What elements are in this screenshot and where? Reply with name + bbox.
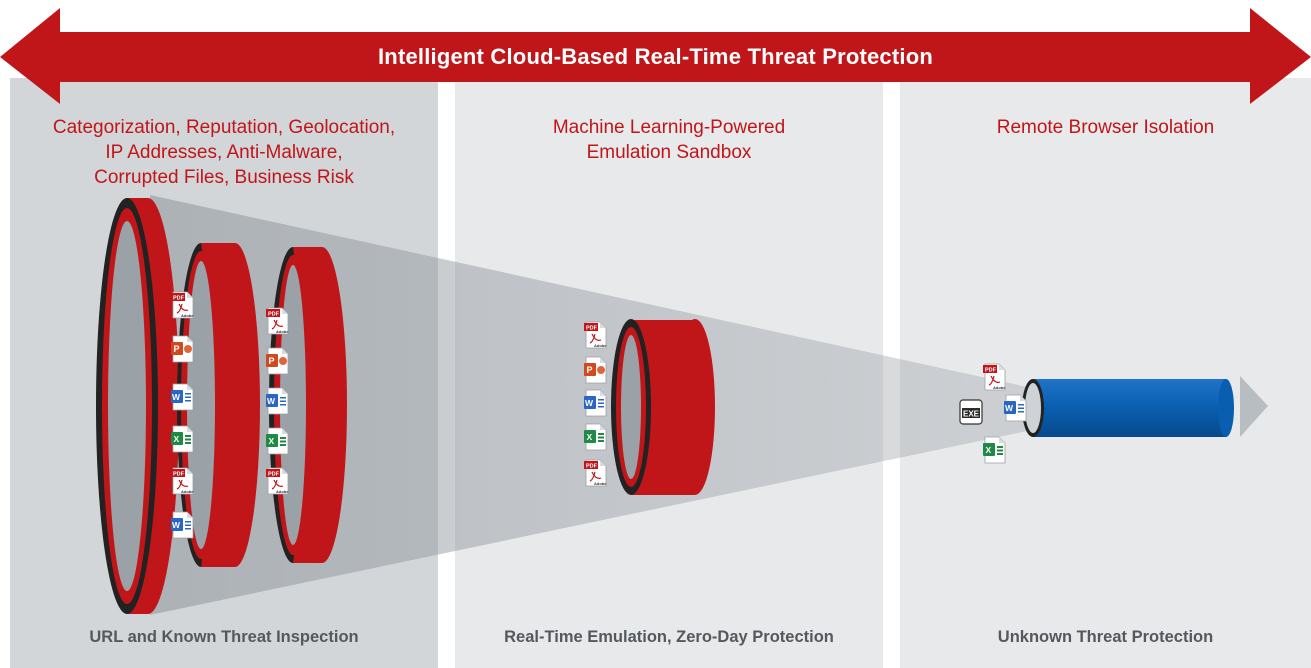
pdf-tag: PDF <box>586 464 598 470</box>
pdf-tag: PDF <box>173 296 185 302</box>
column-3-footer: Unknown Threat Protection <box>997 628 1214 646</box>
pdf-tag: PDF <box>586 326 598 332</box>
pdf-file-icon: PDF Adobe <box>171 467 194 495</box>
banner: Intelligent Cloud-Based Real-Time Threat… <box>0 0 1311 105</box>
pdf-tag: PDF <box>985 368 997 374</box>
column-3-heading: Remote Browser Isolation <box>996 117 1215 138</box>
pdf-brand: Adobe <box>181 313 194 318</box>
pdf-brand: Adobe <box>181 489 194 494</box>
pdf-brand: Adobe <box>594 481 607 486</box>
ppt-file-icon: P <box>171 335 194 363</box>
pdf-brand: Adobe <box>594 343 607 348</box>
pdf-brand: Adobe <box>993 385 1006 390</box>
beam-tip-arrow <box>1240 376 1268 437</box>
file-icons: PDFAdobePWXPDFAdobeWPDFAdobePWXPDFAdobeP… <box>171 291 1027 539</box>
column-1-footer: URL and Known Threat Inspection <box>89 628 359 646</box>
sandbox-ring <box>611 319 715 495</box>
word-letter: W <box>585 398 594 408</box>
pdf-brand: Adobe <box>276 489 289 494</box>
banner-title: Intelligent Cloud-Based Real-Time Threat… <box>378 44 933 69</box>
ppt-letter: P <box>174 344 180 354</box>
ppt-file-icon: P <box>584 356 607 384</box>
pdf-file-icon: PDF Adobe <box>584 321 607 349</box>
column-1-heading: Categorization, Reputation, Geolocation,… <box>52 117 396 188</box>
ppt-letter: P <box>587 365 593 375</box>
word-letter: W <box>1005 403 1014 413</box>
pdf-file-icon: PDF Adobe <box>266 307 289 335</box>
panel-isolation <box>900 78 1311 668</box>
ppt-letter: P <box>269 356 275 366</box>
ppt-file-icon: P <box>266 347 289 375</box>
word-file-icon: W <box>266 387 289 415</box>
excel-letter: X <box>986 445 992 455</box>
pdf-brand: Adobe <box>276 329 289 334</box>
exe-file-icon: EXE <box>959 399 983 425</box>
column-2-heading: Machine Learning-Powered Emulation Sandb… <box>552 117 786 163</box>
pdf-tag: PDF <box>268 312 280 318</box>
pdf-file-icon: PDF Adobe <box>266 467 289 495</box>
word-file-icon: W <box>1004 394 1027 422</box>
pdf-tag: PDF <box>173 472 185 478</box>
pdf-file-icon: PDF Adobe <box>983 363 1006 391</box>
word-file-icon: W <box>171 383 194 411</box>
word-letter: W <box>172 392 181 402</box>
double-arrow-banner <box>0 8 1311 104</box>
pdf-tag: PDF <box>268 472 280 478</box>
filter-ring-2 <box>177 243 260 567</box>
excel-file-icon: X <box>171 425 194 453</box>
word-letter: W <box>267 396 276 406</box>
word-file-icon: W <box>584 389 607 417</box>
excel-letter: X <box>587 432 593 442</box>
pdf-file-icon: PDF Adobe <box>171 291 194 319</box>
excel-letter: X <box>269 436 275 446</box>
excel-file-icon: X <box>584 423 607 451</box>
pdf-file-icon: PDF Adobe <box>584 459 607 487</box>
excel-file-icon: X <box>983 436 1006 464</box>
word-file-icon: W <box>171 511 194 539</box>
isolation-tube <box>1022 379 1234 437</box>
filter-ring-1 <box>96 198 179 614</box>
excel-file-icon: X <box>266 427 289 455</box>
column-2-footer: Real-Time Emulation, Zero-Day Protection <box>504 628 834 646</box>
word-letter: W <box>172 520 181 530</box>
exe-label: EXE <box>963 410 980 419</box>
excel-letter: X <box>174 434 180 444</box>
